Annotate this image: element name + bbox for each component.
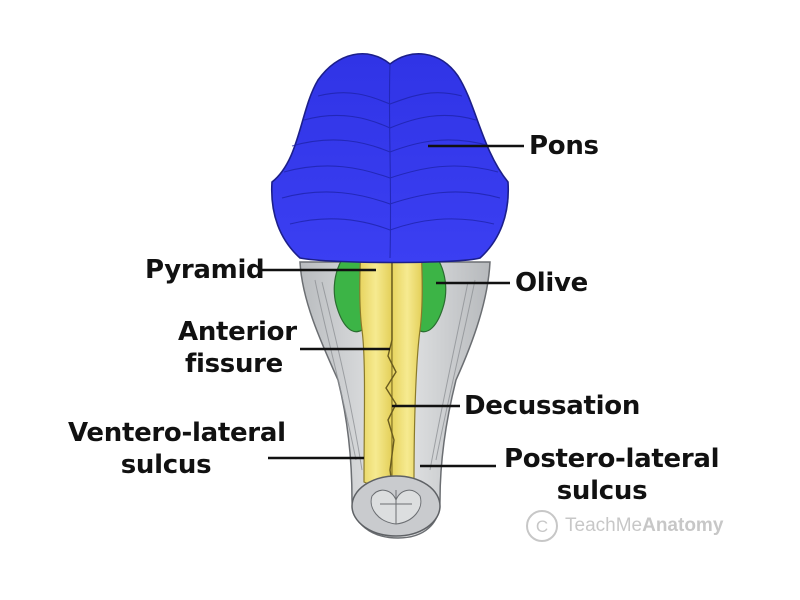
label-ventero-lateral-sulcus: Ventero-lateral sulcus [68, 417, 286, 481]
label-anterior-fissure-line-2: fissure [184, 349, 284, 379]
leader-lines [262, 144, 524, 468]
label-anterior-fissure-line-1: Anterior [178, 317, 297, 347]
pons-fibers [281, 63, 501, 259]
pyramid-left [359, 229, 393, 486]
cross-section-detail [370, 489, 422, 525]
label-ventero-lateral-line-2: sulcus [120, 450, 212, 480]
label-postero-lateral-line-1: Postero-lateral [504, 444, 720, 474]
label-ventero-lateral-line-1: Ventero-lateral [68, 418, 286, 448]
label-pons: Pons [529, 131, 599, 161]
label-anterior-fissure: Anterior fissure [178, 316, 297, 380]
copyright-icon: C [526, 510, 558, 542]
svg-text:C: C [536, 517, 548, 536]
label-pyramid: Pyramid [145, 255, 265, 285]
label-decussation: Decussation [464, 391, 641, 421]
label-postero-lateral-sulcus: Postero-lateral sulcus [504, 443, 720, 507]
label-olive: Olive [515, 268, 589, 298]
watermark-text: TeachMeAnatomy [565, 515, 724, 536]
lateral-fibers [314, 279, 476, 471]
label-postero-lateral-line-2: sulcus [556, 476, 648, 506]
watermark: C TeachMeAnatomy [525, 506, 723, 546]
